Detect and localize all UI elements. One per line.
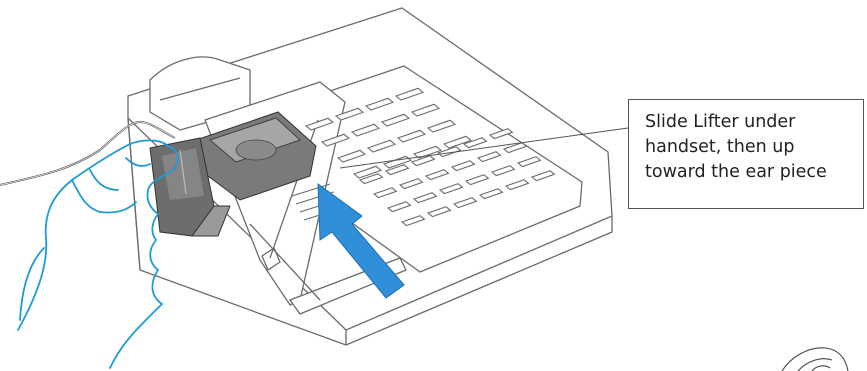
callout-line-2: handset, then up — [645, 135, 860, 160]
callout-line-1: Slide Lifter under — [645, 110, 860, 135]
partial-device-edge — [782, 348, 848, 371]
callout-box: Slide Lifter under handset, then up towa… — [628, 99, 864, 209]
callout-text: Slide Lifter under handset, then up towa… — [645, 110, 860, 185]
callout-line-3: toward the ear piece — [645, 160, 860, 185]
